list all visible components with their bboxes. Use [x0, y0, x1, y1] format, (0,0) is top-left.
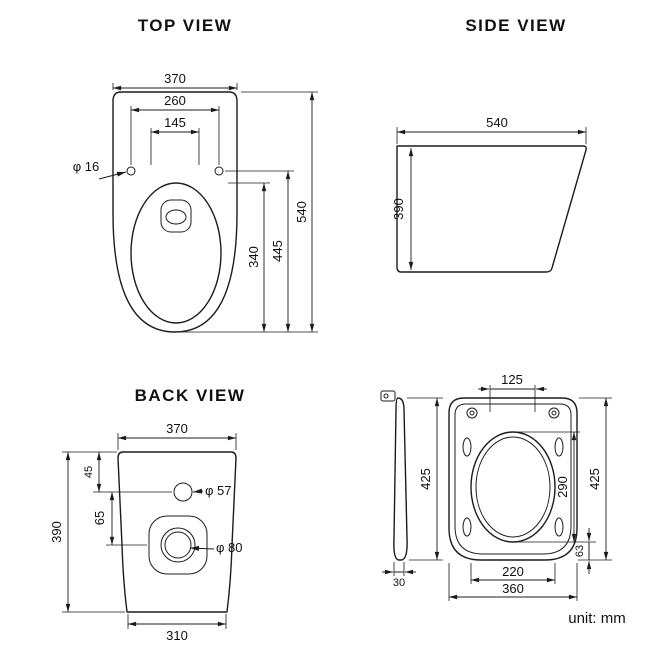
top-view-title: TOP VIEW [138, 16, 233, 35]
dim-top-depth-bowl: 340 [228, 182, 270, 332]
dim-label-370: 370 [164, 71, 186, 86]
dim-seat-profile-thickness: 30 [382, 562, 416, 589]
dim-label-390: 390 [391, 198, 406, 220]
dim-label-phi57: φ 57 [205, 483, 232, 498]
seat-fixing-hole-right [214, 166, 224, 176]
dim-seat-overall-length: 425 [578, 397, 612, 561]
callout-outlet-diameter: φ 80 [189, 540, 243, 555]
flush-distributor-slot [165, 209, 187, 225]
back-view: BACK VIEW 370 45 φ 57 65 φ 80 [49, 386, 246, 643]
dim-top-depth-overall: 540 [181, 91, 318, 333]
dim-label-63: 63 [574, 545, 586, 557]
toilet-back-outline [117, 451, 237, 613]
bumper-bottom-right [554, 517, 564, 537]
seat-opening-outer [470, 431, 556, 543]
hinge-hole-left [466, 407, 478, 419]
back-view-title: BACK VIEW [135, 386, 246, 405]
dim-back-outlet-offset: 65 [92, 492, 147, 546]
seat-hinge-pin [383, 393, 389, 399]
dim-seat-profile-height: 425 [407, 397, 443, 561]
dim-top-holes-inner: 145 [150, 115, 200, 165]
dim-label-445: 445 [270, 240, 285, 262]
dim-label-425-profile: 425 [418, 468, 433, 490]
dim-top-holes-outer: 260 [130, 93, 220, 165]
side-view: SIDE VIEW 540 390 [391, 16, 587, 273]
seat-hinge-bracket [380, 390, 396, 402]
hinge-hole-left-inner [469, 410, 475, 416]
hinge-hole-right [548, 407, 560, 419]
seat-side-profile [393, 397, 408, 561]
bumper-bottom-left [462, 517, 472, 537]
unit-label: unit: mm [568, 610, 626, 627]
dim-label-145: 145 [164, 115, 186, 130]
dim-side-height: 390 [391, 148, 414, 270]
outlet-hole-inner [164, 531, 192, 559]
dim-label-260: 260 [164, 93, 186, 108]
dim-seat-rear-offset: 63 [574, 528, 592, 574]
dim-top-depth-mid: 445 [225, 170, 294, 332]
dim-seat-opening-length: 290 [516, 431, 596, 543]
seat-fixing-hole-left [126, 166, 136, 176]
dim-label-phi80: φ 80 [216, 540, 243, 555]
dim-label-phi16: φ 16 [73, 159, 100, 174]
dim-label-340: 340 [246, 246, 261, 268]
seat-view: 425 30 125 [380, 372, 612, 601]
dim-back-inlet-offset: 45 [62, 451, 172, 493]
toilet-top-outline [112, 91, 238, 333]
dim-seat-opening-width: 220 [470, 563, 556, 584]
flush-distributor [160, 199, 192, 233]
water-inlet-hole [173, 482, 193, 502]
seat-opening-inner [475, 436, 551, 538]
callout-hole-diameter: φ 16 [73, 159, 127, 180]
dim-label-125: 125 [501, 372, 523, 387]
dim-label-540: 540 [294, 201, 309, 223]
leader-arrow [98, 171, 127, 180]
outlet-hole-outer [160, 527, 196, 563]
dim-seat-overall-width: 360 [448, 563, 578, 601]
dim-label-220: 220 [502, 564, 524, 579]
bumper-top-right [554, 437, 564, 457]
seat-top-inner-rim [454, 403, 572, 555]
dim-back-width-top: 370 [117, 421, 237, 450]
dim-label-65: 65 [92, 511, 107, 525]
dim-label-360: 360 [502, 581, 524, 596]
top-view: TOP VIEW 370 260 145 φ 16 [73, 16, 318, 333]
callout-inlet-diameter: φ 57 [192, 483, 232, 498]
dim-label-45: 45 [83, 466, 95, 478]
dim-back-height: 390 [49, 452, 125, 613]
dim-label-540: 540 [486, 115, 508, 130]
dim-label-30: 30 [393, 577, 405, 589]
hinge-hole-right-inner [551, 410, 557, 416]
toilet-side-outline [396, 145, 587, 273]
dim-label-425-seat: 425 [587, 468, 602, 490]
dim-label-370: 370 [166, 421, 188, 436]
dim-side-depth: 540 [396, 115, 587, 144]
dim-label-290: 290 [555, 476, 570, 498]
dim-label-390: 390 [49, 521, 64, 543]
side-view-title: SIDE VIEW [465, 16, 566, 35]
dim-top-width-overall: 370 [112, 71, 238, 91]
dim-label-310: 310 [166, 628, 188, 643]
leader-arrow [189, 545, 215, 551]
dim-seat-hinge-spacing: 125 [478, 372, 547, 412]
leader-arrow [192, 488, 204, 494]
bumper-top-left [462, 437, 472, 457]
bowl-opening [130, 182, 222, 324]
dim-back-width-bottom: 310 [127, 614, 227, 643]
outlet-recess [148, 515, 208, 575]
seat-top-outline [448, 397, 578, 561]
